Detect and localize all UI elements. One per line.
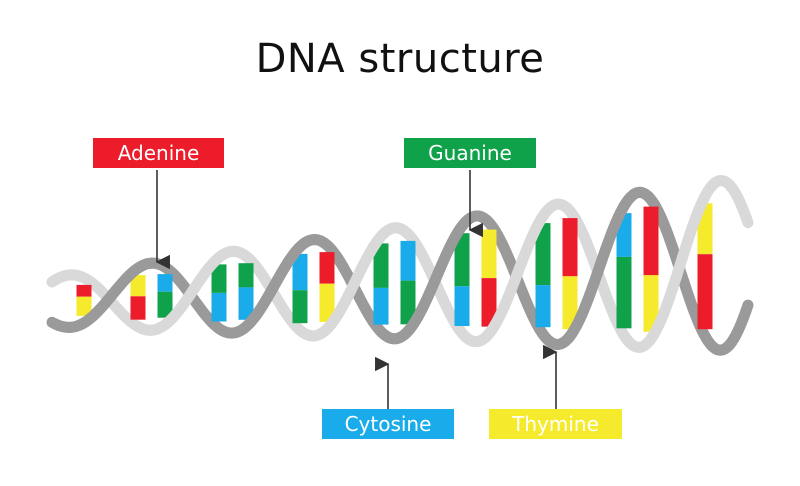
- base-pair-top-half: [292, 253, 308, 291]
- base-pair-bottom-half: [319, 283, 335, 322]
- base-pair-top-half: [157, 274, 173, 292]
- base-pair-bottom-half: [157, 291, 173, 318]
- base-pairs: [76, 203, 713, 332]
- base-pair-bottom-half: [454, 286, 470, 326]
- page-title: DNA structure: [255, 36, 545, 82]
- base-pair-top-half: [211, 264, 227, 293]
- base-pair-top-half: [238, 263, 254, 288]
- base-pair-bottom-half: [616, 256, 632, 329]
- strand-segment: [712, 175, 726, 187]
- thymine-label: Thymine: [489, 409, 622, 439]
- base-pair-top-half: [76, 284, 92, 297]
- strand-segment: [740, 211, 754, 229]
- base-pair-top-half: [400, 240, 416, 281]
- strand-segment: [304, 234, 318, 246]
- base-pair-bottom-half: [643, 275, 659, 332]
- base-pair-bottom-half: [697, 254, 713, 330]
- base-pair-bottom-half: [76, 296, 92, 316]
- base-pair-top-half: [643, 206, 659, 276]
- guanine-label: Guanine: [404, 138, 536, 168]
- base-pair-bottom-half: [481, 278, 497, 327]
- base-pair-top-half: [562, 218, 578, 277]
- base-pair-bottom-half: [238, 287, 254, 320]
- base-pair-bottom-half: [400, 280, 416, 325]
- base-pair-top-half: [130, 275, 146, 297]
- dna-front-strand: [46, 175, 754, 356]
- adenine-label: Adenine: [93, 138, 224, 168]
- base-pair-bottom-half: [562, 276, 578, 330]
- base-pair-top-half: [535, 223, 551, 286]
- base-pair-bottom-half: [373, 287, 389, 325]
- label-pointers: [155, 170, 558, 409]
- base-pair-top-half: [319, 252, 335, 284]
- strand-segment: [740, 299, 754, 317]
- dna-back-strand: [46, 175, 754, 356]
- base-pair-bottom-half: [130, 296, 146, 320]
- base-pair-top-half: [454, 233, 470, 287]
- base-pair-bottom-half: [535, 285, 551, 328]
- base-pair-bottom-half: [211, 293, 227, 322]
- strand-segment: [630, 187, 644, 199]
- base-pair-bottom-half: [292, 290, 308, 324]
- cytosine-label: Cytosine: [322, 409, 454, 439]
- base-pair-top-half: [481, 229, 497, 279]
- base-pair-top-half: [373, 243, 389, 288]
